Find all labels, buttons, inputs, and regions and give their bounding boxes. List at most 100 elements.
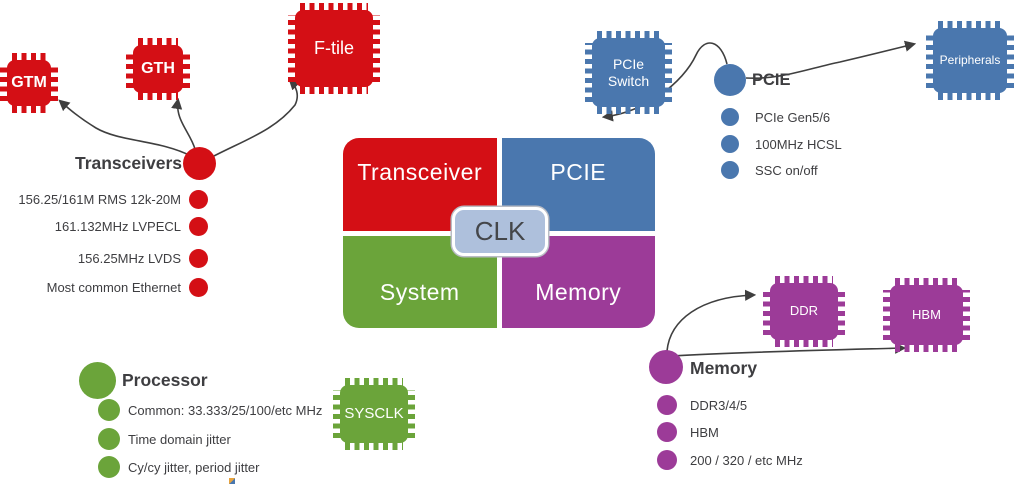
chip-pins <box>288 15 296 82</box>
chip-sysclk-label: SYSCLK <box>340 385 408 443</box>
chip-pins <box>938 21 1002 29</box>
chip-ftile-label: F-tile <box>295 10 373 87</box>
list-item: PCIe Gen5/6 <box>721 106 830 128</box>
chip-peripherals-label: Peripherals <box>933 28 1007 93</box>
chip-pins <box>333 390 341 438</box>
chip-pins <box>837 288 845 335</box>
chip-pins <box>12 105 46 113</box>
chip-peripherals: Peripherals <box>926 21 1014 100</box>
chip-pins <box>345 378 403 386</box>
arrow-memory-to-ddr <box>666 289 757 352</box>
chip-pins <box>345 442 403 450</box>
bullet-dot <box>657 422 677 442</box>
bullet-dot <box>189 189 208 209</box>
arrow-transceivers-to-gth <box>171 97 196 150</box>
chip-pins <box>300 86 368 94</box>
transceivers-bullet-text: Most common Ethernet <box>46 279 181 295</box>
arrow-transceivers-to-gtm <box>58 99 192 157</box>
processor-bullet-text: Common: 33.333/25/100/etc MHz <box>128 402 323 418</box>
chip-hbm-label: HBM <box>890 285 963 345</box>
chip-hbm: HBM <box>883 278 970 352</box>
transceivers-node-dot <box>183 147 216 180</box>
quadrant-pcie: PCIE <box>501 138 655 231</box>
list-item: Time domain jitter <box>98 428 231 450</box>
chip-pins <box>926 33 934 88</box>
chip-pins <box>895 278 958 286</box>
pcie-bullet-text: SSC on/off <box>755 162 818 178</box>
chip-pcie-switch-label: PCIe Switch <box>592 38 665 107</box>
chip-pins <box>182 50 190 88</box>
pcie-heading: PCIE <box>752 71 791 89</box>
chip-pcie-switch: PCIe Switch <box>585 31 672 114</box>
bullet-dot <box>721 135 739 153</box>
processor-node-dot <box>79 362 116 399</box>
chip-sysclk: SYSCLK <box>333 378 415 450</box>
chip-pins <box>597 106 660 114</box>
chip-pins <box>895 344 958 352</box>
chip-pins <box>962 290 970 340</box>
chip-pins <box>585 43 593 102</box>
chip-pins <box>50 65 58 101</box>
list-item: 100MHz HCSL <box>721 133 842 155</box>
chip-gth: GTH <box>126 38 190 100</box>
bullet-dot <box>189 248 208 268</box>
chip-pins <box>138 38 178 46</box>
bullet-dot <box>657 395 677 415</box>
transceivers-bullet-text: 156.25MHz LVDS <box>77 250 181 266</box>
list-item: Common: 33.333/25/100/etc MHz <box>98 399 322 421</box>
bullet-dot <box>657 450 677 470</box>
quadrant-transceiver: Transceiver <box>343 138 497 231</box>
list-item: HBM <box>657 421 719 443</box>
chip-pins <box>763 288 771 335</box>
chip-pins <box>1006 33 1014 88</box>
bullet-dot <box>721 161 739 179</box>
bottom-edge-artifact <box>229 478 235 484</box>
pcie-bullet-text: 100MHz HCSL <box>755 136 842 152</box>
list-item: Cy/cy jitter, period jitter <box>98 456 260 478</box>
memory-bullet-text: HBM <box>690 424 719 440</box>
chip-pins <box>883 290 891 340</box>
chip-pins <box>300 3 368 11</box>
chip-gth-label: GTH <box>133 45 183 93</box>
memory-node-dot <box>649 350 683 384</box>
bullet-dot <box>189 277 208 297</box>
chip-gtm-label: GTM <box>7 60 51 106</box>
bullet-dot <box>721 108 739 126</box>
list-item: DDR3/4/5 <box>657 394 747 416</box>
chip-pins <box>372 15 380 82</box>
arrow-transceivers-to-ftile <box>213 78 301 157</box>
processor-heading: Processor <box>122 370 208 390</box>
processor-bullet-text: Cy/cy jitter, period jitter <box>128 459 260 475</box>
list-item: SSC on/off <box>721 159 818 181</box>
chip-pins <box>12 53 46 61</box>
list-item: 161.132MHz LVPECL <box>0 215 208 237</box>
chip-ddr: DDR <box>763 276 845 347</box>
bullet-dot <box>98 428 120 450</box>
chip-pins <box>597 31 660 39</box>
chip-ftile: F-tile <box>288 3 380 94</box>
memory-heading: Memory <box>690 358 758 378</box>
memory-bullet-text: DDR3/4/5 <box>690 397 748 413</box>
chip-ddr-label: DDR <box>770 283 838 340</box>
transceivers-heading: Transceivers <box>74 153 182 173</box>
chip-pins <box>0 65 8 101</box>
pcie-bullet-text: PCIe Gen5/6 <box>755 109 831 125</box>
chip-gtm: GTM <box>0 53 58 113</box>
bullet-dot <box>189 216 208 236</box>
list-item: 156.25/161M RMS 12k-20M <box>0 188 208 210</box>
chip-pins <box>138 92 178 100</box>
list-item: Most common Ethernet <box>0 276 208 298</box>
chip-pins <box>664 43 672 102</box>
chip-pins <box>775 339 833 347</box>
chip-pins <box>938 92 1002 100</box>
bullet-dot <box>98 456 120 478</box>
list-item: 200 / 320 / etc MHz <box>657 449 803 471</box>
pcie-node-dot <box>714 64 746 96</box>
transceivers-bullet-text: 161.132MHz LVPECL <box>54 218 181 234</box>
list-item: 156.25MHz LVDS <box>0 247 208 269</box>
clk-center-box: CLK <box>452 207 548 256</box>
memory-bullet-text: 200 / 320 / etc MHz <box>690 452 803 468</box>
chip-pins <box>126 50 134 88</box>
bullet-dot <box>98 399 120 421</box>
